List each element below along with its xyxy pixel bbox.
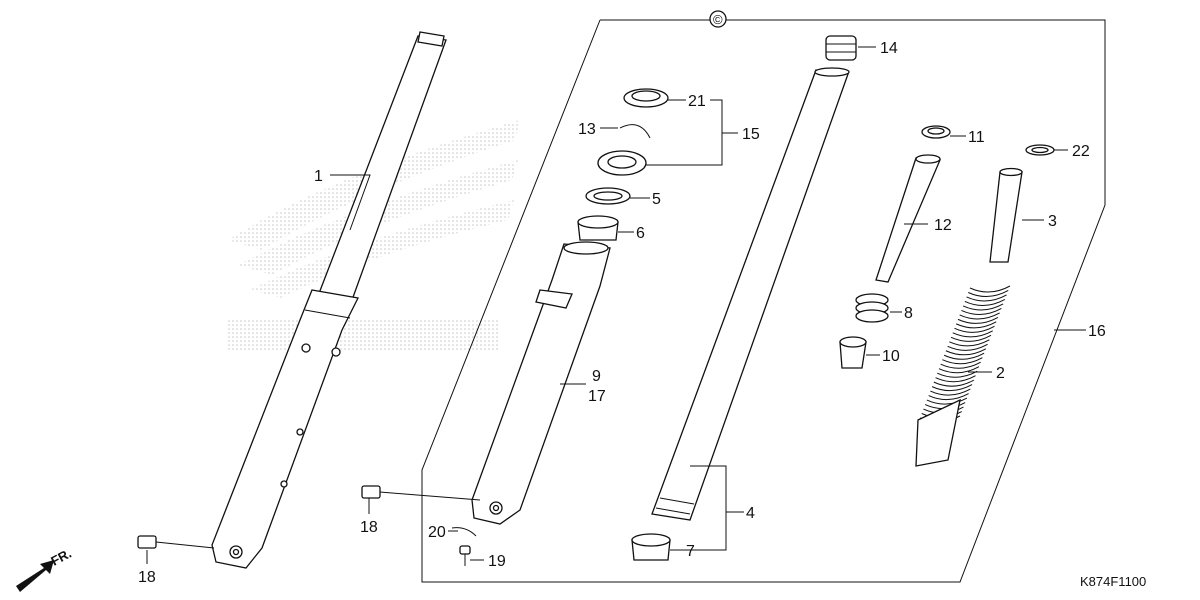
part-18-bolt-left [137,535,215,549]
callout-9: 9 [592,368,601,385]
callout-8: 8 [904,305,913,322]
part-10-piece [839,336,867,369]
part-4-inner-tube [651,67,850,521]
callout-4: 4 [746,505,755,522]
callout-15: 15 [742,126,760,143]
callout-21: 21 [688,93,706,110]
callout-13: 13 [578,121,596,138]
part-1-fork-tube [211,31,447,569]
copyright-symbol: © [713,12,723,27]
part-8-rebound-spring [855,293,889,323]
part-2-fork-spring [915,285,1011,467]
part-5-washer [585,187,631,205]
diagram-reference-code: K874F1100 [1080,574,1146,589]
callout-20: 20 [428,524,446,541]
front-direction-arrow [16,560,54,592]
part-15-oil-seal [597,150,647,176]
leader-lines [146,46,1086,564]
callout-12: 12 [934,217,952,234]
part-9-slider [471,241,611,525]
part-7-bushing [631,533,671,561]
part-21-dust-seal [623,88,669,108]
assembly-frame [421,19,1106,583]
callout-14: 14 [880,40,898,57]
callout-18-left: 18 [138,569,156,586]
callout-3: 3 [1048,213,1057,230]
callout-18-center: 18 [360,519,378,536]
part-20-washer [451,527,477,537]
callout-17: 17 [588,388,606,405]
part-12-damper-rod [875,154,941,283]
part-22-washer [1025,144,1055,156]
copyright-mark [709,10,727,28]
part-14-fork-bolt [825,35,857,61]
callout-2: 2 [996,365,1005,382]
part-19-screw [459,545,471,566]
part-18-bolt-center [361,485,481,501]
part-13-clip [619,124,651,139]
callout-5: 5 [652,191,661,208]
part-11-ring [921,125,951,139]
callout-22: 22 [1072,143,1090,160]
callout-11: 11 [968,129,985,146]
callout-10: 10 [882,348,900,365]
part-6-bushing [577,215,619,241]
part-3-collar [989,167,1023,263]
callout-6: 6 [636,225,645,242]
callout-1: 1 [314,168,323,185]
callout-7: 7 [686,543,695,560]
callout-16: 16 [1088,323,1106,340]
callout-19: 19 [488,553,506,570]
